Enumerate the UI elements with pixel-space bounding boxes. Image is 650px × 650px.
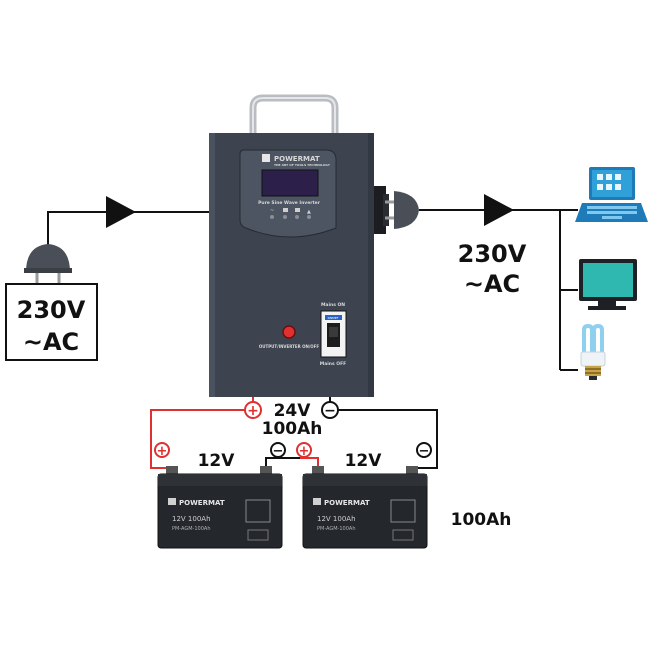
battery-left-voltage: 12V [198,451,236,471]
svg-text:+: + [299,444,310,459]
status-led [283,215,287,219]
battery-left-positive-marker: + [154,442,170,459]
input-plug-icon [24,244,72,283]
input-source-box [5,283,98,361]
battery-left-brand: POWERMAT [179,499,225,507]
inverter-switch-label: OUTPUT/INVERTER ON/OFF [259,344,320,349]
status-battery-icon [283,208,288,212]
energy-saving-bulb-icon [580,323,606,380]
inverter-power-button[interactable] [282,325,296,339]
bank-positive-marker: + [244,401,262,419]
battery-left-negative-marker: − [270,442,286,459]
battery-right-voltage: 12V [345,451,383,471]
bank-capacity: 100Ah [262,419,323,439]
svg-text:−: − [324,403,336,419]
battery-right-spec-1: 12V 100Ah [317,515,356,523]
inverter: POWERMAT THE ART OF TOOLS TECHNOLOGY Pur… [209,94,389,397]
mains-on-label: Mains ON [321,302,345,308]
status-warning-icon: ▲ [307,209,311,215]
monitor-icon [579,259,637,310]
mains-breaker-toggle[interactable] [329,327,338,337]
battery-right-brand: POWERMAT [324,499,370,507]
status-led [295,215,299,219]
input-type: ~AC [23,328,79,356]
input-voltage: 230V [17,296,86,324]
output-plug-icon [385,191,419,229]
bank-voltage: 24V [274,401,312,421]
status-led [270,215,274,219]
svg-text:+: + [247,403,259,419]
status-led [307,215,311,219]
laptop-icon [575,167,648,222]
output-type: ~AC [464,270,520,298]
status-ac-icon: ~ [270,208,274,214]
output-flow-arrow [484,194,514,226]
inverter-screen [261,169,319,197]
battery-left: POWERMAT 12V 100Ah PM-AGM-100Ah [157,466,283,549]
battery-capacity-label: 100Ah [451,510,512,530]
battery-right-positive-marker: + [296,442,312,459]
output-line [419,194,578,371]
inverter-brand-logo [262,154,270,162]
battery-right-spec-2: PM-AGM-100Ah [317,526,355,532]
battery-left-spec-2: PM-AGM-100Ah [172,526,210,532]
input-wire [47,211,214,262]
svg-text:−: − [419,444,430,459]
battery-right: POWERMAT 12V 100Ah PM-AGM-100Ah [302,466,428,549]
input-line [47,196,214,262]
status-load-icon [295,208,300,212]
svg-text:+: + [157,444,168,459]
bank-negative-marker: − [321,401,339,419]
inverter-tagline: THE ART OF TOOLS TECHNOLOGY [274,163,331,167]
input-flow-arrow [106,196,136,228]
output-voltage: 230V [458,240,527,268]
inverter-model-label: Pure Sine Wave Inverter [258,200,321,206]
breaker-label: DNMEF [328,316,339,320]
mains-off-label: Mains OFF [320,361,346,367]
inverter-brand: POWERMAT [274,155,320,163]
battery-right-negative-marker: − [416,442,432,459]
inverter-handle [249,94,339,136]
battery-left-spec-1: 12V 100Ah [172,515,211,523]
svg-text:−: − [273,444,284,459]
